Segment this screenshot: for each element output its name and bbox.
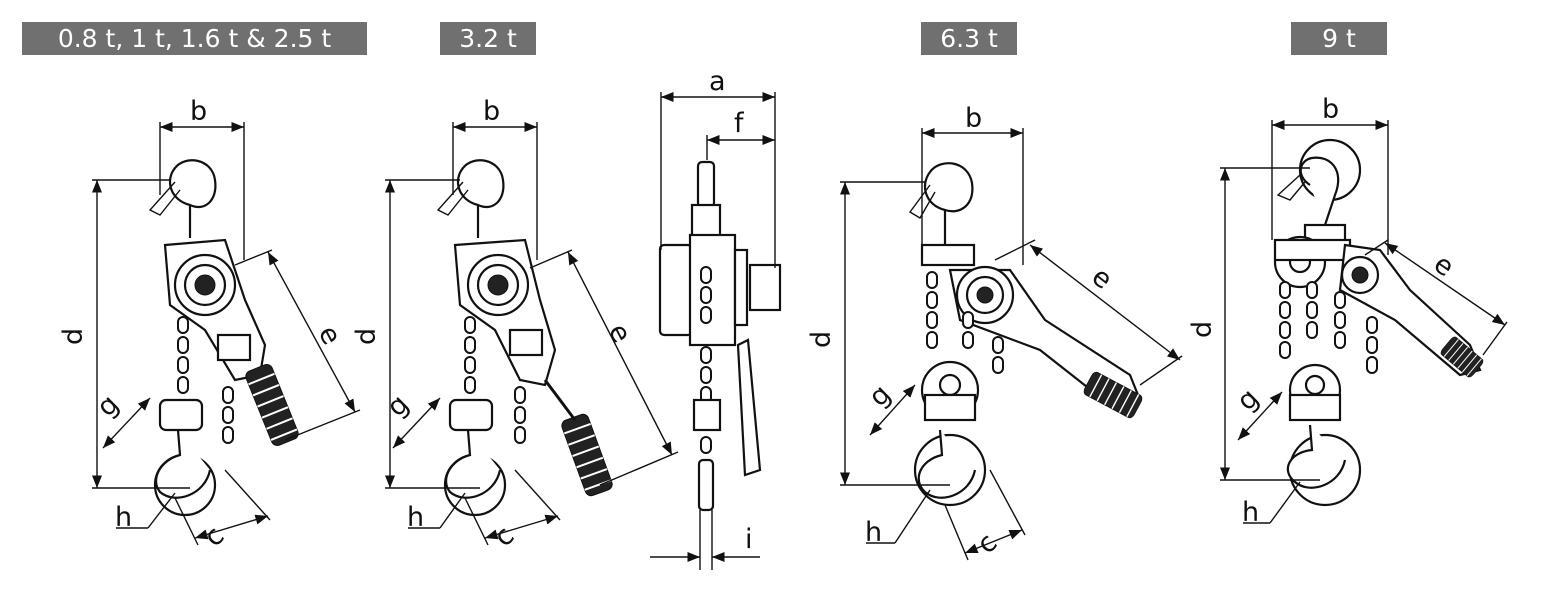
dim-a: a [709,66,726,97]
dim-g-4: g [1231,383,1265,417]
dim-h-3: h [865,517,882,548]
hoist-drawing-3-2t: d b e g c h [351,96,679,553]
dim-e-2: e [602,319,637,348]
dim-e-1: e [312,321,347,350]
capacity-badge-6-3t: 6.3 t [921,22,1017,55]
capacity-badge-small: 0.8 t, 1 t, 1.6 t & 2.5 t [22,22,367,55]
dim-d-4: d [1187,321,1218,338]
dim-h-4: h [1242,497,1259,528]
dim-d-1: d [58,328,89,345]
dim-d-2: d [351,328,382,345]
dim-c-2: c [488,521,520,553]
dim-h-1: h [115,502,132,533]
dim-d-3: d [806,331,837,348]
hoist-drawing-9t: d b e g h [1187,94,1508,528]
dim-b-2: b [483,96,500,127]
dim-e-4: e [1428,248,1459,283]
hoist-drawing-small: d b e g c h [58,96,361,553]
dim-b-3: b [965,103,982,134]
capacity-badge-9t: 9 t [1291,22,1387,55]
hoist-drawing-side-view: a f i [650,66,782,570]
dim-g-2: g [381,389,415,423]
capacity-badge-3-2t: 3.2 t [440,22,536,55]
hoist-drawing-6-3t: d b e g c h [806,103,1183,561]
dim-c-3: c [971,528,1003,560]
dim-b-1: b [190,96,207,127]
dim-i: i [745,524,753,555]
dim-c-1: c [198,521,230,553]
dim-b-4: b [1322,94,1339,125]
dim-h-2: h [407,502,424,533]
dim-f: f [734,108,745,139]
dim-g-3: g [863,379,897,413]
dim-g-1: g [91,389,125,423]
